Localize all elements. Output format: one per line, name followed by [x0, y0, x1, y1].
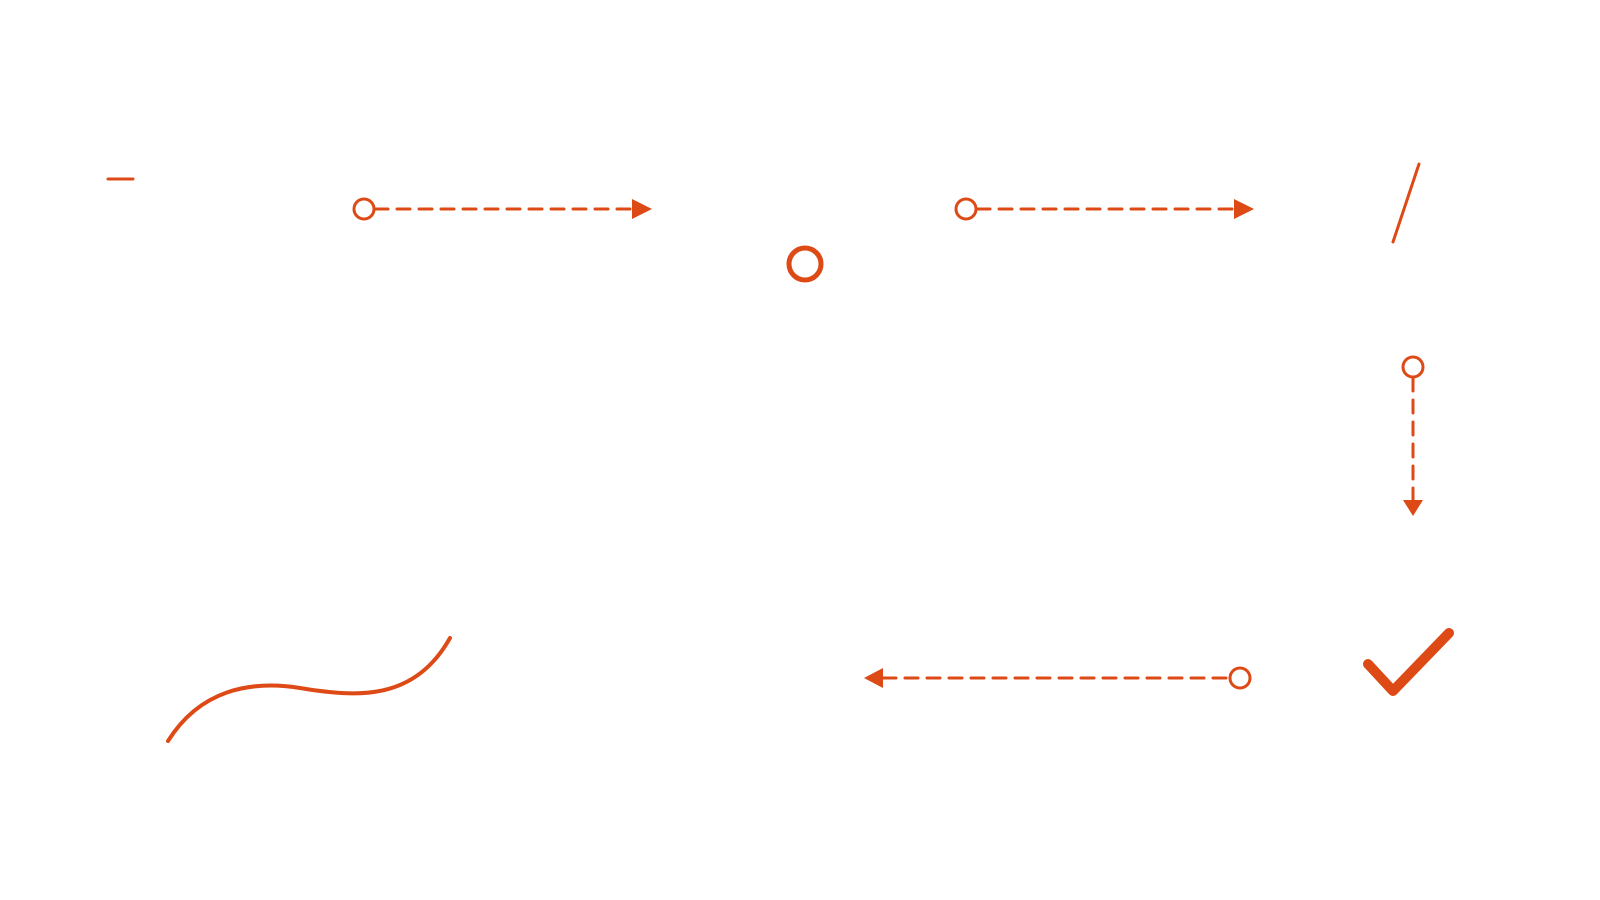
diagonal-slash	[1391, 162, 1421, 244]
start-circle-icon	[1228, 666, 1252, 690]
arrowhead-icon	[1403, 500, 1423, 516]
dashed-arrow-down	[1401, 355, 1425, 516]
start-circle-icon	[1401, 355, 1425, 379]
ring-marker	[786, 245, 824, 283]
arrowhead-icon	[1234, 199, 1254, 219]
start-circle-icon	[352, 197, 376, 221]
dashed-arrow-right-top-right	[954, 197, 1254, 221]
dashed-arrow-left	[864, 666, 1252, 690]
wavy-curve	[166, 636, 452, 743]
arrowhead-icon	[632, 199, 652, 219]
checkmark-icon	[1363, 628, 1454, 696]
arrowhead-icon	[864, 668, 883, 688]
dashed-arrow-right-top-left	[352, 197, 652, 221]
start-circle-icon	[954, 197, 978, 221]
